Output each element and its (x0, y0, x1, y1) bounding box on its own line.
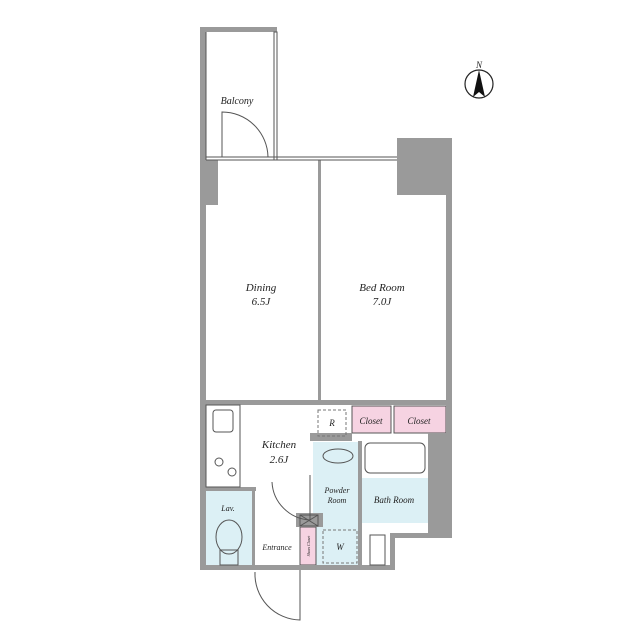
kitchen-label: Kitchen (261, 439, 297, 451)
balcony-door[interactable] (221, 111, 269, 158)
shoe-closet-label: Shoes Closet (306, 535, 311, 556)
bedroom-size: 7.0J (373, 296, 393, 308)
sink-icon (212, 409, 234, 433)
kitchen-counter (205, 404, 241, 488)
balcony-label: Balcony (221, 96, 254, 107)
bedroom-label: Bed Room (359, 282, 405, 294)
powder-room-label-2: Room (327, 496, 347, 505)
powder-room-label: Powder (324, 486, 351, 495)
dining-size: 6.5J (252, 296, 272, 308)
lav-area (206, 490, 252, 565)
stove-burner-icon (214, 457, 224, 467)
bath-room-label: Bath Room (374, 495, 415, 505)
dining-label: Dining (245, 282, 277, 294)
wash-basin-icon (322, 448, 354, 464)
closet-2[interactable] (393, 405, 447, 434)
walls (200, 27, 452, 570)
lav-label: Lav. (220, 504, 234, 513)
pipe-shaft (299, 514, 319, 527)
stove-burner-icon (227, 467, 237, 477)
entrance-label: Entrance (261, 543, 292, 552)
north-compass-icon: N (464, 60, 494, 99)
bath-room-area (362, 478, 428, 523)
bathtub-icon (364, 442, 426, 474)
closet-1-label: Closet (359, 416, 383, 426)
refrigerator-space (317, 409, 347, 437)
washer-label: W (336, 542, 345, 552)
washer-space (322, 529, 358, 564)
closet-2-label: Closet (407, 416, 431, 426)
closet-1[interactable] (351, 405, 392, 434)
toilet-icon (215, 519, 243, 555)
compass-label: N (475, 60, 483, 70)
refrigerator-label: R (328, 418, 335, 428)
entrance-door[interactable] (254, 570, 301, 621)
kitchen-size: 2.6J (270, 454, 290, 466)
